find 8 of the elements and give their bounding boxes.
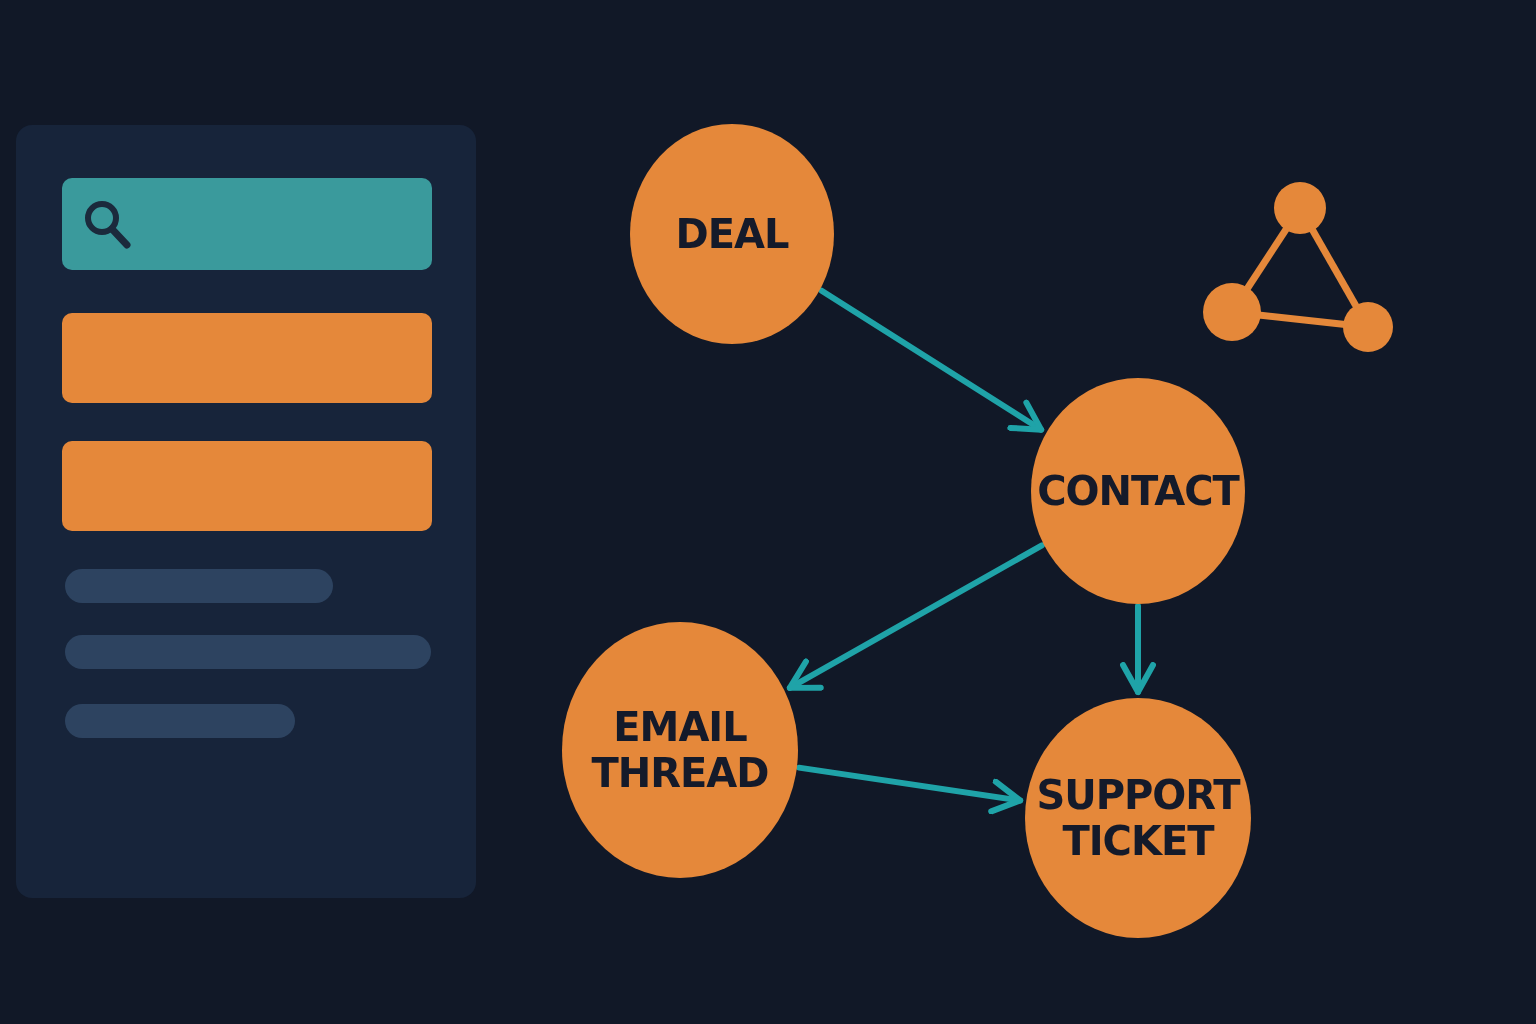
node-label: SUPPORT TICKET (1035, 772, 1242, 864)
node-label: DEAL (674, 211, 790, 257)
node-label: CONTACT (1036, 468, 1241, 514)
node-label: EMAIL THREAD (590, 704, 770, 796)
arrow (786, 542, 1045, 691)
arrow (795, 764, 1024, 815)
arrow (818, 287, 1045, 433)
arrow (1120, 603, 1156, 695)
